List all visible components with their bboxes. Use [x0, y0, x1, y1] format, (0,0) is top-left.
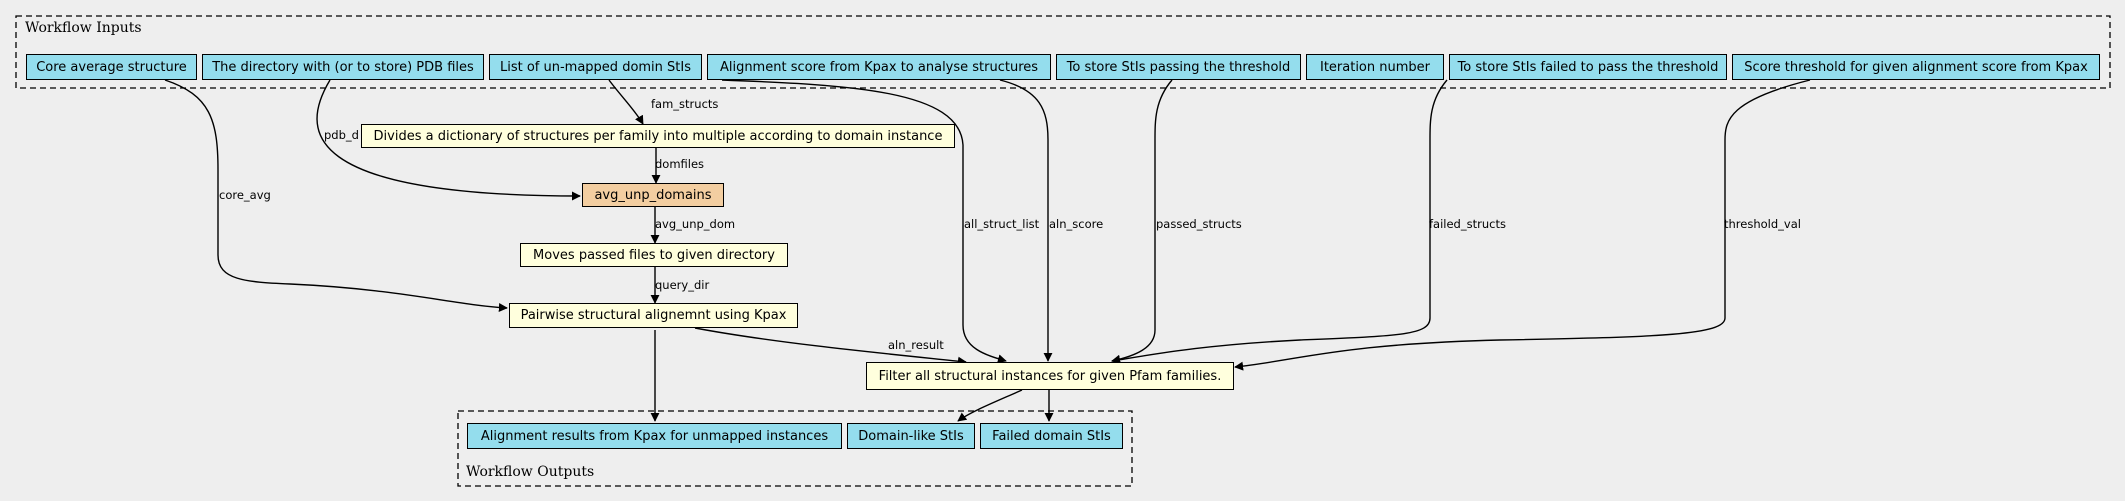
input-failed-stis[interactable]: To store StIs failed to pass the thresho… — [1449, 54, 1727, 80]
input-core-average-structure[interactable]: Core average structure — [26, 54, 197, 80]
edge-kpax-to-filter — [694, 327, 967, 366]
edge-label-aln-result: aln_result — [888, 338, 944, 352]
edge-failed-to-filter — [1111, 79, 1448, 365]
input-score-threshold[interactable]: Score threshold for given alignment scor… — [1732, 54, 2100, 80]
output-failed-domain-stis[interactable]: Failed domain StIs — [980, 423, 1123, 449]
edge-label-core-avg: core_avg — [219, 188, 271, 202]
edge-unmapped-to-divide — [608, 79, 644, 125]
step-avg-unp-domains[interactable]: avg_unp_domains — [582, 183, 724, 207]
edge-label-all-struct-list: all_struct_list — [964, 217, 1040, 231]
edge-filter-to-domainlike — [957, 389, 1023, 422]
edge-label-failed-structs: failed_structs — [1429, 217, 1506, 231]
step-filter-structural-instances[interactable]: Filter all structural instances for give… — [866, 362, 1234, 390]
step-divide-structures[interactable]: Divides a dictionary of structures per f… — [361, 124, 955, 148]
outputs-cluster-frame — [457, 410, 1133, 487]
edge-label-domfiles: domfiles — [655, 157, 705, 171]
output-alignment-results[interactable]: Alignment results from Kpax for unmapped… — [467, 423, 842, 449]
edge-label-query-dir: query_dir — [655, 278, 710, 292]
edge-coreavg-to-kpax — [164, 79, 508, 313]
edge-pdbdir-to-avgunp — [316, 79, 581, 201]
step-pairwise-kpax[interactable]: Pairwise structural alignemnt using Kpax — [509, 303, 798, 328]
input-iteration-number[interactable]: Iteration number — [1306, 54, 1444, 80]
inputs-cluster-label: Workflow Inputs — [25, 20, 142, 36]
input-alignment-score[interactable]: Alignment score from Kpax to analyse str… — [707, 54, 1051, 80]
edge-label-threshold-val: threshold_val — [1724, 217, 1801, 231]
input-passed-stis[interactable]: To store StIs passing the threshold — [1056, 54, 1301, 80]
edge-threshold-to-filter — [1234, 79, 1811, 371]
output-domain-like-stis[interactable]: Domain-like StIs — [847, 423, 975, 449]
input-unmapped-domain-stis[interactable]: List of un-mapped domin StIs — [489, 54, 702, 80]
edge-label-fam-structs: fam_structs — [651, 97, 719, 111]
step-move-passed-files[interactable]: Moves passed files to given directory — [520, 243, 788, 267]
edge-label-pdb-d: pdb_d — [324, 128, 359, 142]
input-pdb-directory[interactable]: The directory with (or to store) PDB fil… — [202, 54, 484, 80]
edge-label-avg-unp-dom: avg_unp_dom — [655, 217, 736, 231]
edge-label-passed-structs: passed_structs — [1156, 217, 1242, 231]
edge-passed-to-filter — [1111, 79, 1173, 364]
edge-label-aln-score: aln_score — [1049, 217, 1104, 231]
edge-unmapped-to-filter — [721, 79, 1007, 364]
inputs-cluster-frame — [15, 15, 2111, 89]
outputs-cluster-label: Workflow Outputs — [466, 464, 595, 480]
edge-alnscore-to-filter — [999, 79, 1053, 362]
